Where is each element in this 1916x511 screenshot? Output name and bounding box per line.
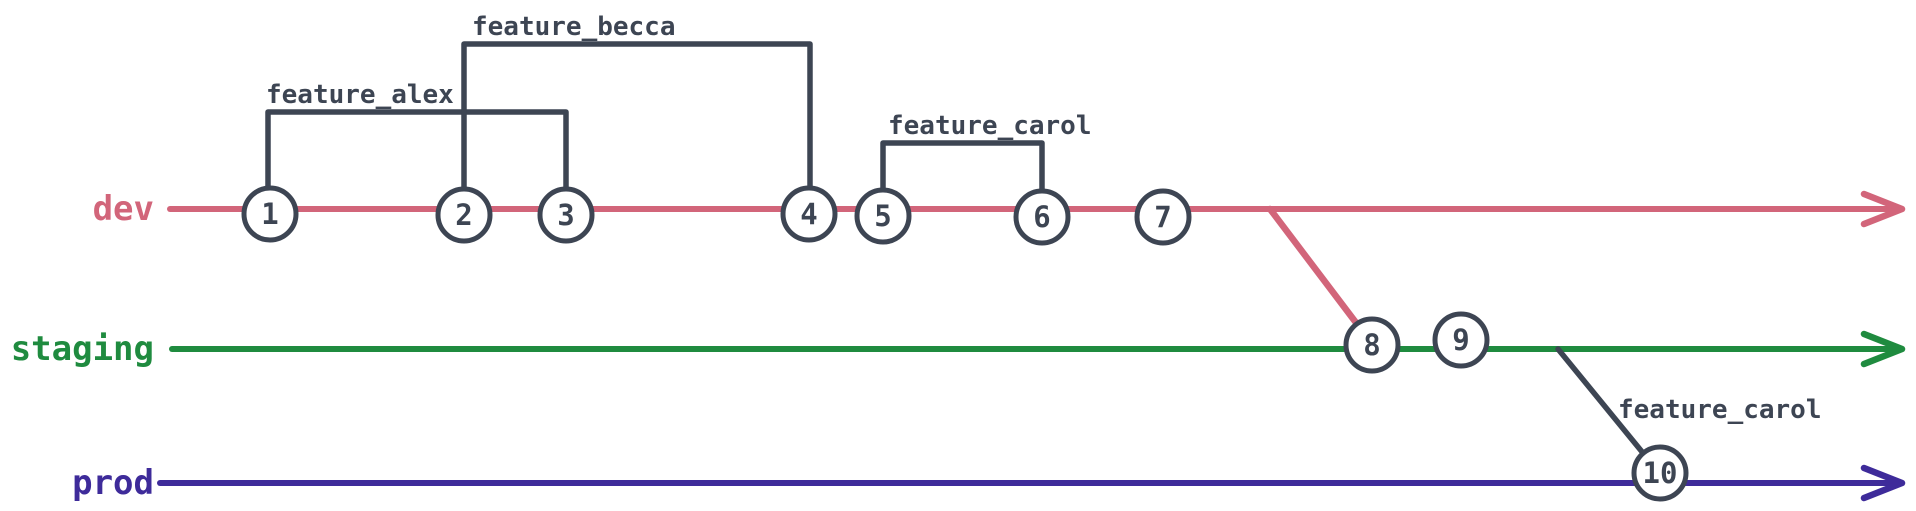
commit-node-10: 10 [1631, 444, 1689, 502]
dev-branch-label: dev [93, 189, 154, 229]
commit-node-1: 1 [241, 185, 299, 243]
commit-7-circle [1134, 188, 1192, 246]
commit-6-circle [1013, 188, 1071, 246]
dev-arrowhead-icon [1860, 190, 1906, 228]
commit-9-circle [1432, 311, 1490, 369]
commit-5-number: 5 [874, 199, 891, 233]
commit-1-circle [241, 185, 299, 243]
commit-4-circle [780, 185, 838, 243]
commit-3-circle [537, 186, 595, 244]
commit-node-4: 4 [780, 185, 838, 243]
prod-arrowhead-icon [1860, 464, 1906, 502]
feature-carol-bracket-line [880, 140, 1045, 195]
commit-node-8: 8 [1343, 316, 1401, 374]
feature-alex-bracket-line [265, 109, 569, 193]
commit-8-circle [1343, 316, 1401, 374]
feature-bracket-carol: feature_carol [880, 111, 1092, 195]
commit-2-number: 2 [455, 198, 472, 232]
feature-becca-label: feature_becca [472, 12, 676, 42]
feature-alex-label: feature_alex [266, 80, 454, 110]
commit-9-number: 9 [1452, 323, 1469, 357]
prod-branch-label: prod [72, 463, 154, 503]
commit-node-3: 3 [537, 186, 595, 244]
commit-6-number: 6 [1033, 200, 1050, 234]
commit-3-number: 3 [557, 198, 574, 232]
branch-staging: staging [11, 329, 1906, 369]
commit-8-number: 8 [1363, 328, 1380, 362]
commit-5-circle [854, 187, 912, 245]
commit-node-5: 5 [854, 187, 912, 245]
branch-dev: dev [93, 189, 1906, 229]
commit-node-6: 6 [1013, 188, 1071, 246]
commit-10-number: 10 [1643, 456, 1678, 490]
commit-node-2: 2 [435, 186, 493, 244]
merge-edge-label-feature-carol: feature_carol [1618, 395, 1822, 425]
commit-1-number: 1 [261, 197, 278, 231]
staging-arrowhead-icon [1860, 330, 1906, 368]
branch-prod: prod [72, 463, 1906, 503]
commit-10-circle [1631, 444, 1689, 502]
merge-edge-dev-to-staging [1266, 205, 1361, 328]
commit-2-circle [435, 186, 493, 244]
feature-bracket-alex: feature_alex [265, 80, 569, 193]
merge-edge-staging-to-prod [1555, 346, 1646, 456]
commit-node-7: 7 [1134, 188, 1192, 246]
feature-becca-bracket-line [461, 41, 813, 192]
feature-bracket-becca: feature_becca [461, 12, 813, 192]
feature-carol-label: feature_carol [888, 111, 1092, 141]
commit-node-9: 9 [1432, 311, 1490, 369]
staging-branch-label: staging [11, 329, 154, 369]
commit-7-number: 7 [1154, 200, 1171, 234]
commit-4-number: 4 [800, 197, 817, 231]
